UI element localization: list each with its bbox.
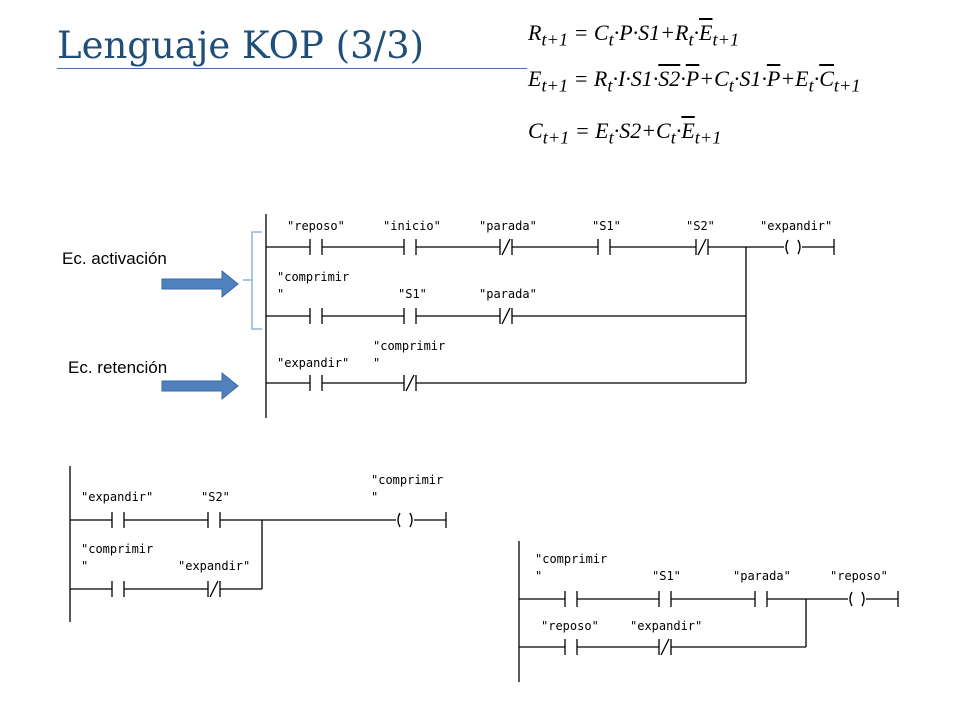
rung-3: "expandir" "comprimir " <box>266 339 746 392</box>
label-expandir: "expandir" <box>630 619 702 633</box>
contact-no <box>564 639 578 655</box>
label-parada: "parada" <box>479 219 537 233</box>
label-s2: "S2" <box>686 219 715 233</box>
label-comprimir-b: " <box>81 559 88 573</box>
rung-2: "comprimir " "expandir" <box>70 542 262 598</box>
label-comprimir-b: " <box>535 569 542 583</box>
contact-no <box>754 591 768 607</box>
contact-no <box>207 512 221 528</box>
coil <box>397 512 413 528</box>
network-reposo: "comprimir " "S1" "parada" "reposo" "rep… <box>518 541 899 682</box>
arrow-retention <box>161 371 239 401</box>
label-reposo: "reposo" <box>541 619 599 633</box>
contact-no <box>403 239 417 255</box>
label-reposo-coil: "reposo" <box>830 569 888 583</box>
equation-reposo: Rt+1 = Ct·P·S1+Rt·Et+1 <box>528 20 740 50</box>
label-s2: "S2" <box>201 490 230 504</box>
coil <box>785 239 801 255</box>
contact-no <box>597 239 611 255</box>
rung-2: "comprimir " "S1" "parada" <box>266 270 746 325</box>
rung-2: "reposo" "expandir" <box>519 619 806 656</box>
title-underline <box>57 68 527 69</box>
contact-nc <box>695 238 709 256</box>
contact-no <box>658 591 672 607</box>
contact-nc <box>499 307 513 325</box>
contact-no <box>309 308 323 324</box>
label-s1: "S1" <box>652 569 681 583</box>
contact-no <box>403 308 417 324</box>
label-comprimir-coil-a: "comprimir <box>371 473 443 487</box>
label-expandir-coil: "expandir" <box>760 219 832 233</box>
label-s1: "S1" <box>592 219 621 233</box>
equation-comprimir: Ct+1 = Et·S2+Ct·Et+1 <box>528 118 722 148</box>
label-expandir: "expandir" <box>178 559 250 573</box>
label-parada: "parada" <box>733 569 791 583</box>
label-comprimir-b: " <box>373 356 380 370</box>
label-comprimir-a: "comprimir <box>373 339 445 353</box>
contact-no <box>111 512 125 528</box>
contact-no <box>564 591 578 607</box>
contact-nc <box>403 374 417 392</box>
label-retention: Ec. retención <box>68 358 168 377</box>
network-comprimir: "expandir" "S2" "comprimir " "comprimir … <box>69 466 447 622</box>
label-comprimir-a: "comprimir <box>277 270 349 284</box>
label-reposo: "reposo" <box>287 219 345 233</box>
label-expandir: "expandir" <box>277 356 349 370</box>
rung-1: "expandir" "S2" "comprimir " <box>70 473 447 528</box>
page-title: Lenguaje KOP (3/3) <box>57 24 425 67</box>
label-parada: "parada" <box>479 287 537 301</box>
network-expandir: "reposo" "inicio" "parada" "S1" "S2" "ex… <box>265 214 835 418</box>
label-expandir: "expandir" <box>81 490 153 504</box>
label-s1: "S1" <box>398 287 427 301</box>
contact-nc <box>658 638 672 656</box>
label-comprimir-a: "comprimir <box>535 552 607 566</box>
label-comprimir-coil-b: " <box>371 490 378 504</box>
label-inicio: "inicio" <box>383 219 441 233</box>
coil <box>849 591 865 607</box>
label-comprimir-a: "comprimir <box>81 542 153 556</box>
contact-no <box>309 239 323 255</box>
contact-nc <box>499 238 513 256</box>
contact-no <box>111 581 125 597</box>
equation-expandir: Et+1 = Rt·I·S1·S2·P+Ct·S1·P+Et·Ct+1 <box>528 66 861 96</box>
label-comprimir-b: " <box>277 287 284 301</box>
rung-1: "comprimir " "S1" "parada" "reposo" <box>519 552 899 607</box>
rung-1: "reposo" "inicio" "parada" "S1" "S2" "ex… <box>266 219 835 256</box>
label-activation: Ec. activación <box>62 249 167 268</box>
contact-no <box>309 375 323 391</box>
contact-nc <box>207 580 221 598</box>
arrow-activation <box>161 269 239 299</box>
activation-bracket <box>243 231 262 330</box>
